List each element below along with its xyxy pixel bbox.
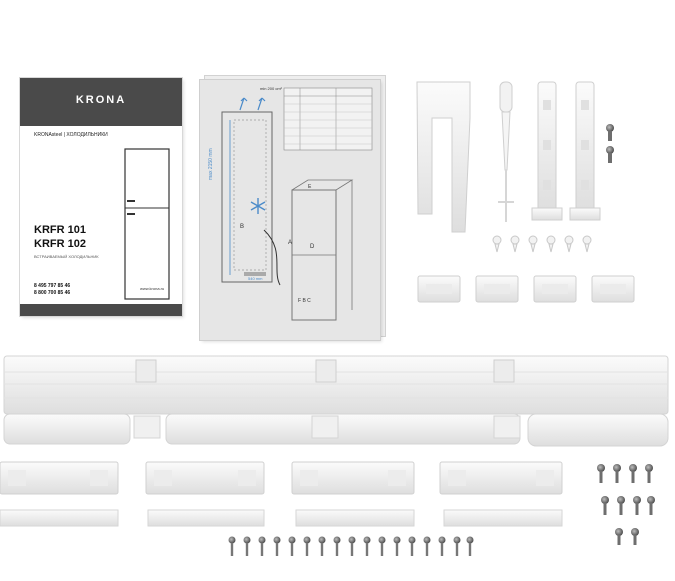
hinge-bracket-left [531,81,563,221]
manual-subtitle: KRONAsteel | ХОЛОДИЛЬНИКИ [34,132,108,138]
manual-header-band [20,78,182,126]
mid-brackets [0,461,563,495]
diagram-label-e: E [308,184,312,190]
l-bracket [416,81,471,233]
flat-strips [0,509,563,527]
manual-description: ВСТРАИВАЕМЫЙ ХОЛОДИЛЬНИК [34,254,99,259]
lower-rail [3,413,669,447]
manual-phone-1: 8 495 797 85 46 [34,283,71,289]
diagram-depth-text: 540 mm [248,276,263,281]
manual-booklet: KRONA KRONAsteel | ХОЛОДИЛЬНИКИ KRFR 101… [20,78,182,316]
hinge-bracket-right [569,81,601,221]
manual-footer-band [20,304,182,316]
diagram-sheet: B A D E F B C max 2150 mm 540 mm min 200… [200,80,380,340]
installation-diagram [221,87,373,321]
manual-logo: KRONA [75,94,127,106]
screw-icon [606,124,614,163]
manual-phone-2: 8 800 700 85 46 [34,290,71,296]
screw-row [228,536,474,556]
diagram-label-b: B [240,224,245,230]
diagram-label-d: D [310,244,315,250]
diagram-label-fbc: F B C [298,298,311,304]
manual-model-1: KRFR 101 [34,224,86,236]
drain-tool [498,81,514,222]
rivet-icon [492,235,592,253]
diagram-label-a: A [288,240,293,246]
diagram-vent-text: min 200 cm² [260,86,283,91]
manual-site: www.krona.ru [140,286,165,291]
snowflake-icon [250,198,266,214]
long-rail [3,355,669,415]
fridge-illustration [124,148,170,300]
small-clips [417,275,635,303]
screw-icon [597,464,655,545]
manual-model-2: KRFR 102 [34,238,86,250]
